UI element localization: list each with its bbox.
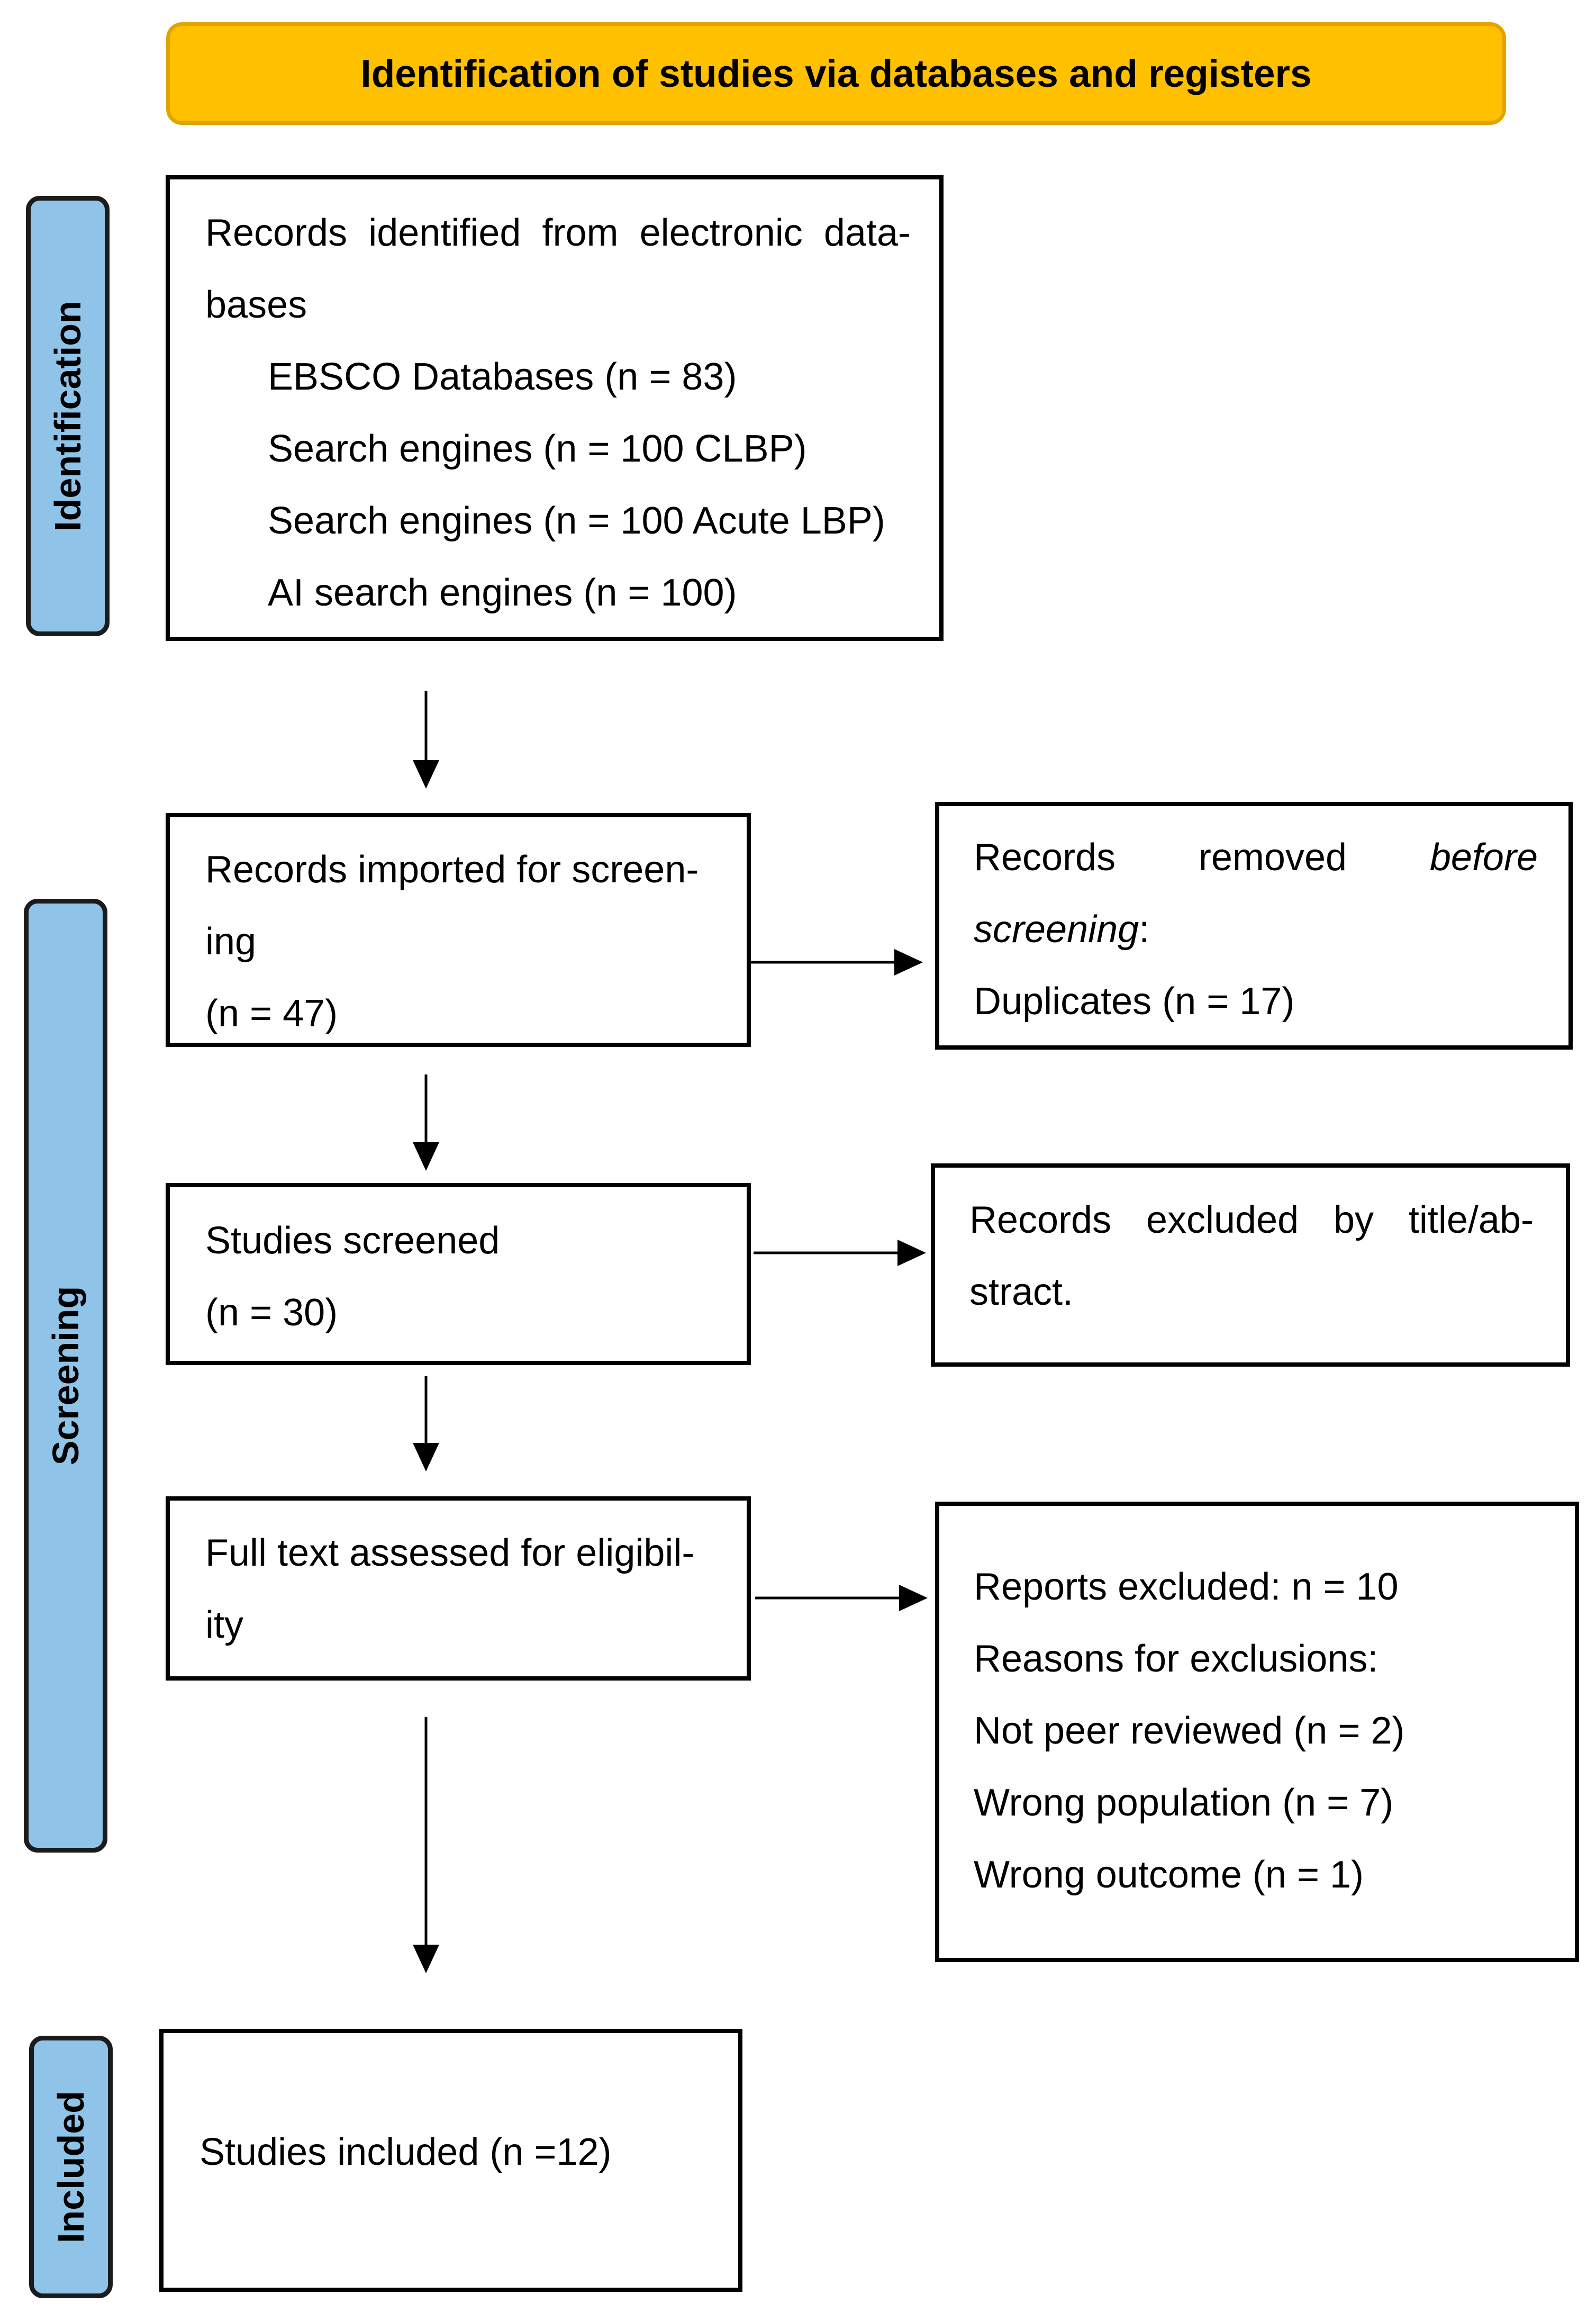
header-banner: Identification of studies via databases … [166,22,1506,125]
reasons-heading: Reasons for exclusions: [974,1638,1379,1680]
full-text-line1: Full text assessed for eligibil- [205,1532,695,1574]
phase-identification: Identification [26,196,110,636]
records-removed-line2: screening: [974,908,1149,951]
arrowhead-down [413,1142,439,1171]
arrowhead-down [413,760,439,789]
studies-screened-box: Studies screened (n = 30) [166,1183,751,1365]
text-word: Records [205,212,348,254]
text-word: by [1333,1199,1374,1241]
phase-screening: Screening [24,899,107,1853]
reason-wrong-outcome: Wrong outcome (n = 1) [974,1854,1364,1896]
text-suffix: : [1139,908,1150,951]
text-word: from [542,212,619,254]
header-title: Identification of studies via databases … [360,52,1312,95]
studies-screened-line1: Studies screened [205,1220,500,1262]
full-text-assessed-box: Full text assessed for eligibil- ity [166,1496,751,1681]
reason-wrong-population: Wrong population (n = 7) [974,1782,1394,1824]
source-ai-search: AI search engines (n = 100) [268,572,737,614]
records-excluded-line2: stract. [969,1271,1074,1313]
source-ebsco: EBSCO Databases (n = 83) [268,356,737,398]
arrowhead-right [899,1585,928,1611]
records-imported-line1: Records imported for screen- [205,848,699,891]
source-search-clbp: Search engines (n = 100 CLBP) [268,428,807,470]
source-search-acute: Search engines (n = 100 Acute LBP) [268,500,885,542]
text-word: identified [368,212,521,254]
records-identified-line1: Records identified from electronic data- [205,211,911,255]
text-word: Records [974,836,1116,879]
records-imported-box: Records imported for screen- ing (n = 47… [166,813,751,1047]
text-word: electronic [639,212,803,254]
text-word: excluded [1146,1199,1299,1241]
text-word: Records [969,1199,1112,1241]
phase-included: Included [29,2036,113,2298]
studies-screened-count: (n = 30) [205,1292,338,1334]
arrowhead-down [413,1443,439,1471]
arrowhead-down [413,1945,439,1973]
arrowhead-right [897,1240,926,1266]
text-word: title/ab- [1408,1199,1534,1241]
records-excluded-line1: Records excluded by title/ab- [969,1198,1534,1242]
text-word: removed [1198,836,1347,879]
records-identified-line2: bases [205,284,307,326]
text-italic: screening [974,908,1139,951]
duplicates-count: Duplicates (n = 17) [974,980,1295,1023]
text-word: before [1429,836,1538,879]
records-imported-count: (n = 47) [205,992,338,1035]
full-text-line2: ity [205,1604,243,1646]
studies-included-count: Studies included (n =12) [200,2131,612,2173]
records-removed-line1: Records removed before [974,836,1538,879]
text-word: data- [823,212,911,254]
reports-excluded-box: Reports excluded: n = 10 Reasons for exc… [935,1502,1579,1962]
records-removed-box: Records removed before screening: Duplic… [935,802,1573,1050]
records-imported-line2: ing [205,920,257,963]
studies-included-box: Studies included (n =12) [159,2029,742,2292]
records-identified-box: Records identified from electronic data-… [166,175,944,641]
reason-not-peer-reviewed: Not peer reviewed (n = 2) [974,1710,1405,1752]
records-excluded-title-box: Records excluded by title/ab- stract. [931,1163,1570,1367]
arrowhead-right [894,949,923,976]
reports-excluded-count: Reports excluded: n = 10 [974,1566,1399,1608]
